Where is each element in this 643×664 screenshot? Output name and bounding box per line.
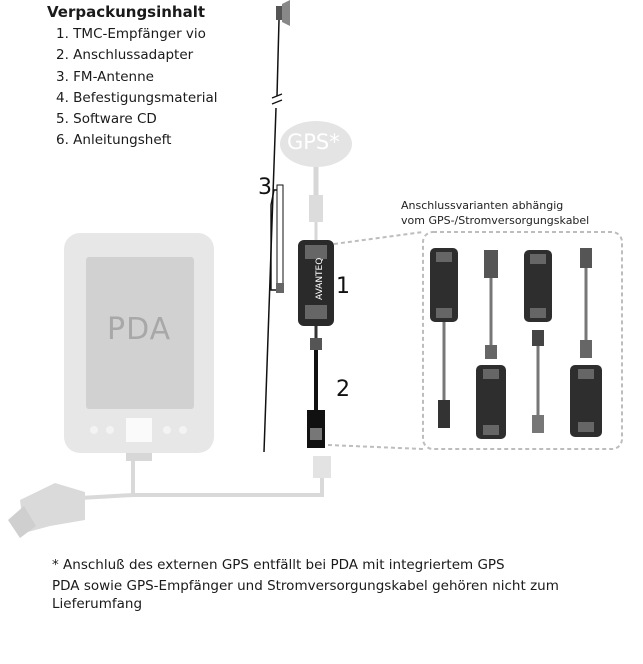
list-item: 6. Anleitungsheft — [56, 132, 172, 149]
variants-box — [327, 231, 623, 450]
gps-label: GPS* — [287, 130, 340, 154]
variant-2 — [476, 250, 506, 439]
list-item: 3. FM-Antenne — [56, 68, 154, 85]
variant-1 — [430, 248, 458, 428]
adapter-cable — [307, 326, 325, 448]
pda-device — [64, 233, 214, 461]
tmc-receiver: AVANTEQ — [298, 240, 334, 326]
variants-caption-line: vom GPS-/Stromversorgungskabel — [401, 214, 590, 227]
gps-receiver — [280, 121, 352, 240]
list-item: 5. Software CD — [56, 111, 157, 128]
package-contents-title: Verpackungsinhalt — [47, 3, 206, 21]
fm-antenna — [263, 0, 290, 453]
footnote-gps: * Anschluß des externen GPS entfällt bei… — [52, 557, 505, 573]
callout-receiver: 1 — [336, 274, 350, 299]
list-item: 1. TMC-Empfänger vio — [56, 26, 206, 42]
variant-3 — [524, 250, 552, 433]
pda-label: PDA — [107, 312, 172, 347]
callout-antenna: 3 — [258, 175, 272, 200]
receiver-brand: AVANTEQ — [315, 258, 325, 300]
list-item: 2. Anschlussadapter — [56, 47, 194, 64]
variants-caption-line: Anschlussvarianten abhängig — [401, 199, 564, 212]
variants-caption: Anschlussvarianten abhängig vom GPS-/Str… — [401, 198, 589, 228]
callout-adapter: 2 — [336, 377, 350, 402]
footnote-scope: PDA sowie GPS-Empfänger und Stromversorg… — [52, 578, 559, 612]
pda-cable — [8, 456, 331, 538]
package-contents-list: 1. TMC-Empfänger vio 2. Anschlussadapter… — [56, 24, 218, 152]
variant-4 — [570, 248, 602, 437]
list-item: 4. Befestigungsmaterial — [56, 89, 218, 106]
